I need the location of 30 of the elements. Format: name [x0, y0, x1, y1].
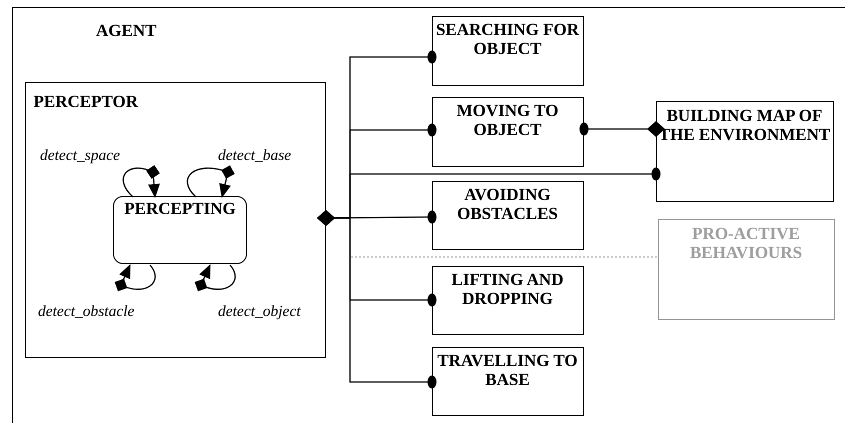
- connector: [317, 210, 436, 226]
- node-title: PERCEPTING: [123, 199, 237, 218]
- behaviour-box: [432, 180, 584, 250]
- edge-label: detect_object: [218, 303, 301, 320]
- behaviour-box: [656, 100, 834, 202]
- transition-arrow: [186, 166, 234, 198]
- edge-label: detect_base: [218, 147, 292, 164]
- behaviour-box: [432, 346, 584, 416]
- transition-arrow: [114, 264, 156, 292]
- edge-label: detect_space: [40, 147, 120, 164]
- node-title: PRO-ACTIVE BEHAVIOURS: [688, 224, 804, 262]
- connector: [317, 210, 436, 388]
- node-title: PERCEPTOR: [34, 92, 138, 110]
- state-box: [113, 196, 247, 264]
- transition-arrow: [122, 165, 160, 198]
- node-title: AGENT: [96, 21, 156, 40]
- behaviour-box: [432, 16, 584, 86]
- node-title: TRAVELLING TO BASE: [436, 350, 579, 388]
- component-box: [24, 82, 326, 358]
- connector: [580, 121, 665, 137]
- behaviour-box: [432, 266, 584, 334]
- node-title: SEARCHING FOR OBJECT: [434, 20, 580, 58]
- edge-label: detect_obstacle: [38, 303, 134, 320]
- node-title: BUILDING MAP OF THE ENVIRONMENT: [658, 106, 832, 144]
- node-title: AVOIDING OBSTACLES: [456, 184, 559, 222]
- behaviour-box: [432, 96, 584, 166]
- node-title: MOVING TO OBJECT: [456, 100, 560, 138]
- behaviour-box: [658, 218, 834, 320]
- transition-arrow: [194, 264, 236, 292]
- node-title: LIFTING AND DROPPING: [450, 270, 564, 308]
